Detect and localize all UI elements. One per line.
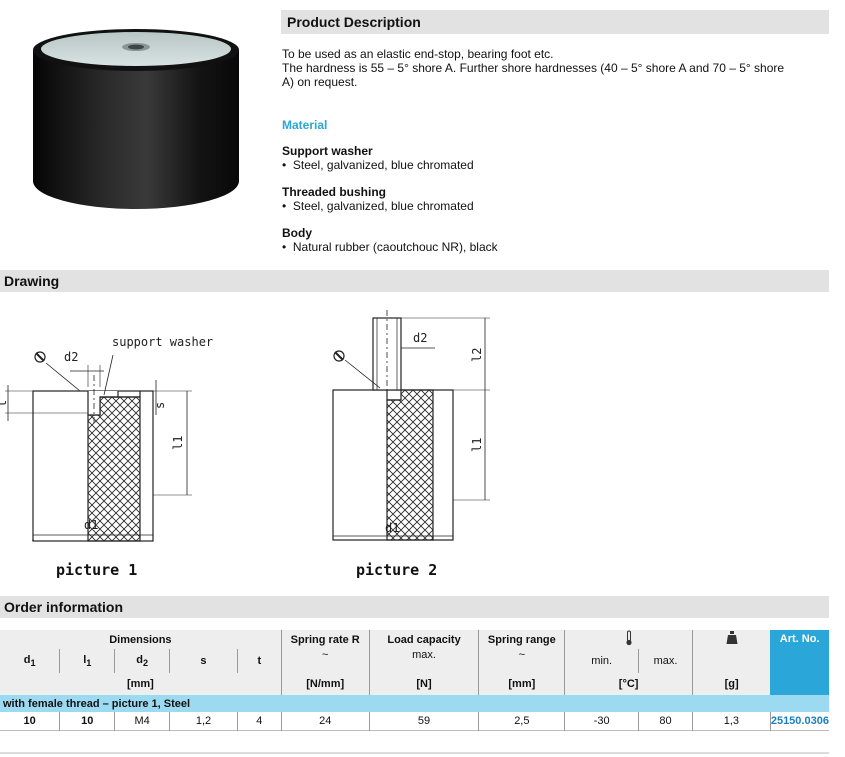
table-row: 10 10 M4 1,2 4 24 59 2,5 -30 80 1,3 2515… — [0, 712, 829, 730]
cell-weight: 1,3 — [692, 712, 771, 730]
l1-header: l1 — [59, 649, 115, 673]
material-body: Body • Natural rubber (caoutchouc NR), b… — [282, 226, 498, 254]
spring-range-sym: ~ — [478, 649, 565, 673]
pic2-d2-label: d2 — [413, 331, 427, 345]
load-max: max. — [368, 649, 479, 673]
temp-unit: [°C] — [564, 673, 693, 695]
order-table: Dimensions Spring rate R Load capacity S… — [0, 630, 829, 731]
d2-header: d2 — [114, 649, 170, 673]
pic2-l1-label: l1 — [470, 438, 484, 452]
drawing-picture-1: support washer d2 d1 s l1 t — [0, 335, 213, 542]
spring-rate-sym: ~ — [280, 649, 370, 673]
cell-temp-min: -30 — [564, 712, 639, 730]
d1-header: d1 — [0, 649, 60, 673]
d2-label: d2 — [64, 350, 78, 364]
material-heading: Material — [282, 118, 328, 132]
temp-min-header: min. — [564, 649, 639, 673]
weight-icon — [692, 630, 771, 649]
product-photo — [33, 29, 239, 209]
s-label: s — [153, 402, 167, 409]
load-capacity-header: Load capacity — [368, 630, 479, 649]
s-header: s — [169, 649, 238, 673]
order-information-heading: Order information — [0, 596, 829, 618]
t-label: t — [0, 400, 9, 407]
drawing-picture-2: d2 d1 l2 l1 — [332, 310, 490, 541]
pic2-d1-label: d1 — [385, 521, 399, 535]
material-threaded-bushing: Threaded bushing • Steel, galvanized, bl… — [282, 185, 474, 213]
temp-max-header: max. — [638, 649, 693, 673]
cell-t: 4 — [236, 712, 282, 730]
group-label: with female thread – picture 1, Steel — [3, 697, 191, 710]
product-description-text: To be used as an elastic end-stop, beari… — [282, 47, 785, 89]
material-support-washer: Support washer • Steel, galvanized, blue… — [282, 144, 474, 172]
article-number-link[interactable]: 25150.0306 — [769, 712, 829, 730]
cell-load: 59 — [368, 712, 479, 730]
t-header: t — [236, 649, 282, 673]
bottom-divider — [0, 752, 829, 754]
l1-label: l1 — [171, 436, 185, 450]
cell-l1: 10 — [59, 712, 115, 730]
drawing-heading: Drawing — [0, 270, 829, 292]
cell-temp-max: 80 — [638, 712, 693, 730]
product-description-heading: Product Description — [281, 10, 829, 34]
spring-range-header: Spring range — [478, 630, 565, 649]
cell-d2: M4 — [114, 712, 170, 730]
mm-unit: [mm] — [0, 673, 282, 695]
cell-d1: 10 — [23, 714, 36, 727]
thermometer-icon — [564, 630, 693, 649]
support-washer-label: support washer — [112, 335, 213, 349]
picture-2-caption: picture 2 — [356, 561, 438, 579]
d1-label: d1 — [84, 518, 98, 532]
picture-1-caption: picture 1 — [56, 561, 138, 579]
art-no-header: Art. No. — [770, 630, 829, 695]
dimensions-header: Dimensions — [0, 630, 282, 649]
weight-unit: [g] — [692, 673, 771, 695]
cell-spring-rate: 24 — [280, 712, 370, 730]
cell-spring-range: 2,5 — [478, 712, 565, 730]
spring-range-unit: [mm] — [478, 673, 565, 695]
pic2-l2-label: l2 — [470, 348, 484, 362]
spring-rate-unit: [N/mm] — [280, 673, 370, 695]
cell-s: 1,2 — [169, 712, 238, 730]
spring-rate-header: Spring rate R — [280, 630, 370, 649]
load-unit: [N] — [368, 673, 479, 695]
